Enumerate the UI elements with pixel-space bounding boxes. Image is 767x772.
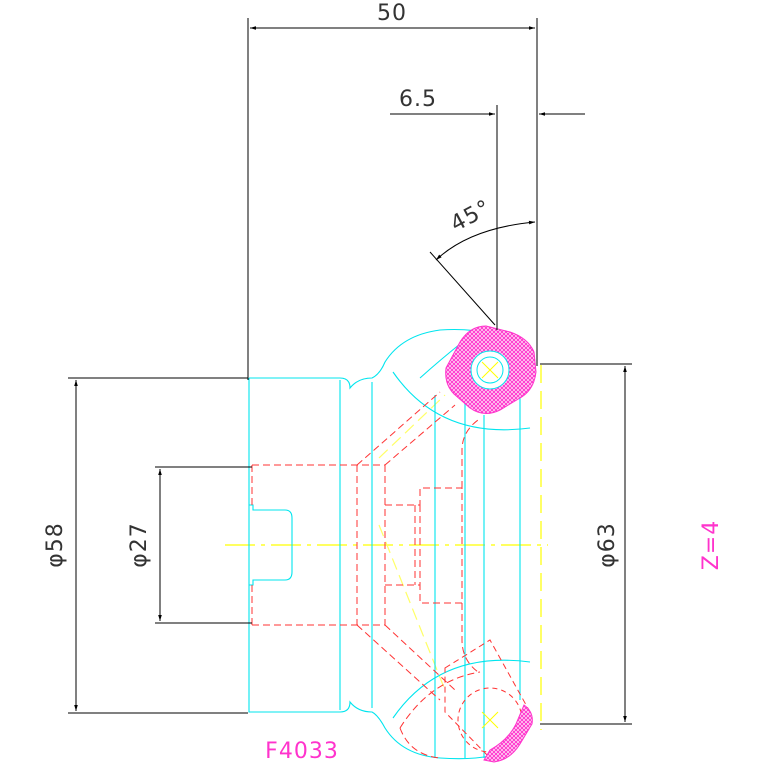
lower-insert	[483, 704, 533, 763]
cutting-inserts	[445, 325, 537, 763]
part-outline	[248, 328, 531, 760]
tooth-count-label: Z=4	[699, 520, 724, 571]
dim-offset: 6.5	[399, 87, 437, 112]
dim-outer-diameter: φ58	[43, 522, 68, 568]
dim-overall-length: 50	[377, 1, 407, 26]
center-lines	[225, 365, 548, 730]
dim-bore-diameter: φ27	[127, 522, 152, 568]
hidden-lines	[251, 391, 531, 759]
dim-cutter-diameter: φ63	[595, 522, 620, 568]
part-number-label: F4033	[265, 739, 339, 764]
dimension-lines	[68, 18, 632, 725]
